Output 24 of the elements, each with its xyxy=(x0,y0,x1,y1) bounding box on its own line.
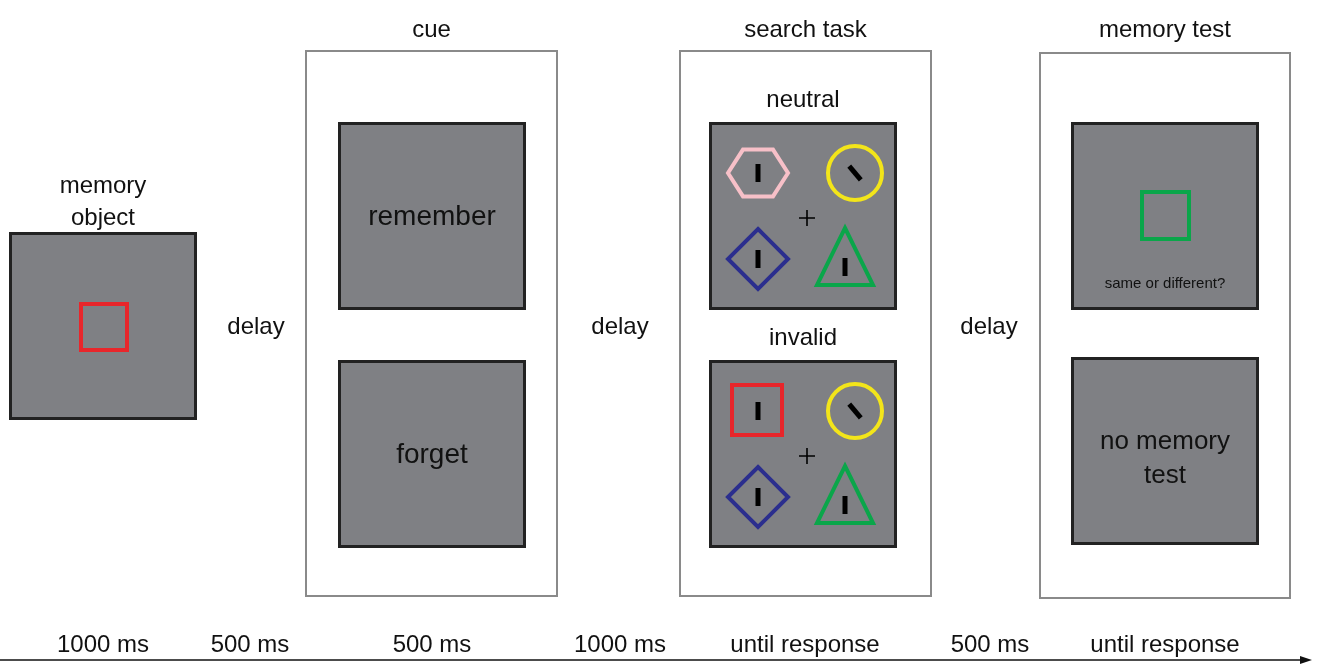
display-screen xyxy=(1071,357,1259,545)
duration-label: until response xyxy=(730,630,880,658)
duration-label: 1000 ms xyxy=(56,630,150,658)
screen-text: no memory test xyxy=(1098,424,1231,491)
duration-label: 500 ms xyxy=(392,630,472,658)
delay-label: delay xyxy=(960,312,1018,340)
duration-label: 1000 ms xyxy=(573,630,667,658)
heading: cue xyxy=(411,14,452,44)
delay-label: delay xyxy=(227,312,285,340)
duration-label: 500 ms xyxy=(210,630,290,658)
heading: memory object xyxy=(58,170,148,232)
duration-label: 500 ms xyxy=(950,630,1030,658)
screen-text: same or different? xyxy=(1103,273,1227,293)
delay-label: delay xyxy=(591,312,649,340)
heading: invalid xyxy=(767,322,838,352)
heading: search task xyxy=(743,14,868,44)
heading: memory test xyxy=(1098,14,1232,44)
duration-label: until response xyxy=(1090,630,1240,658)
display-screen xyxy=(338,360,526,548)
screen-text: remember xyxy=(367,199,497,233)
display-screen xyxy=(338,122,526,310)
display-screen xyxy=(1071,122,1259,310)
heading: neutral xyxy=(765,84,841,114)
screen-text: forget xyxy=(395,437,469,471)
